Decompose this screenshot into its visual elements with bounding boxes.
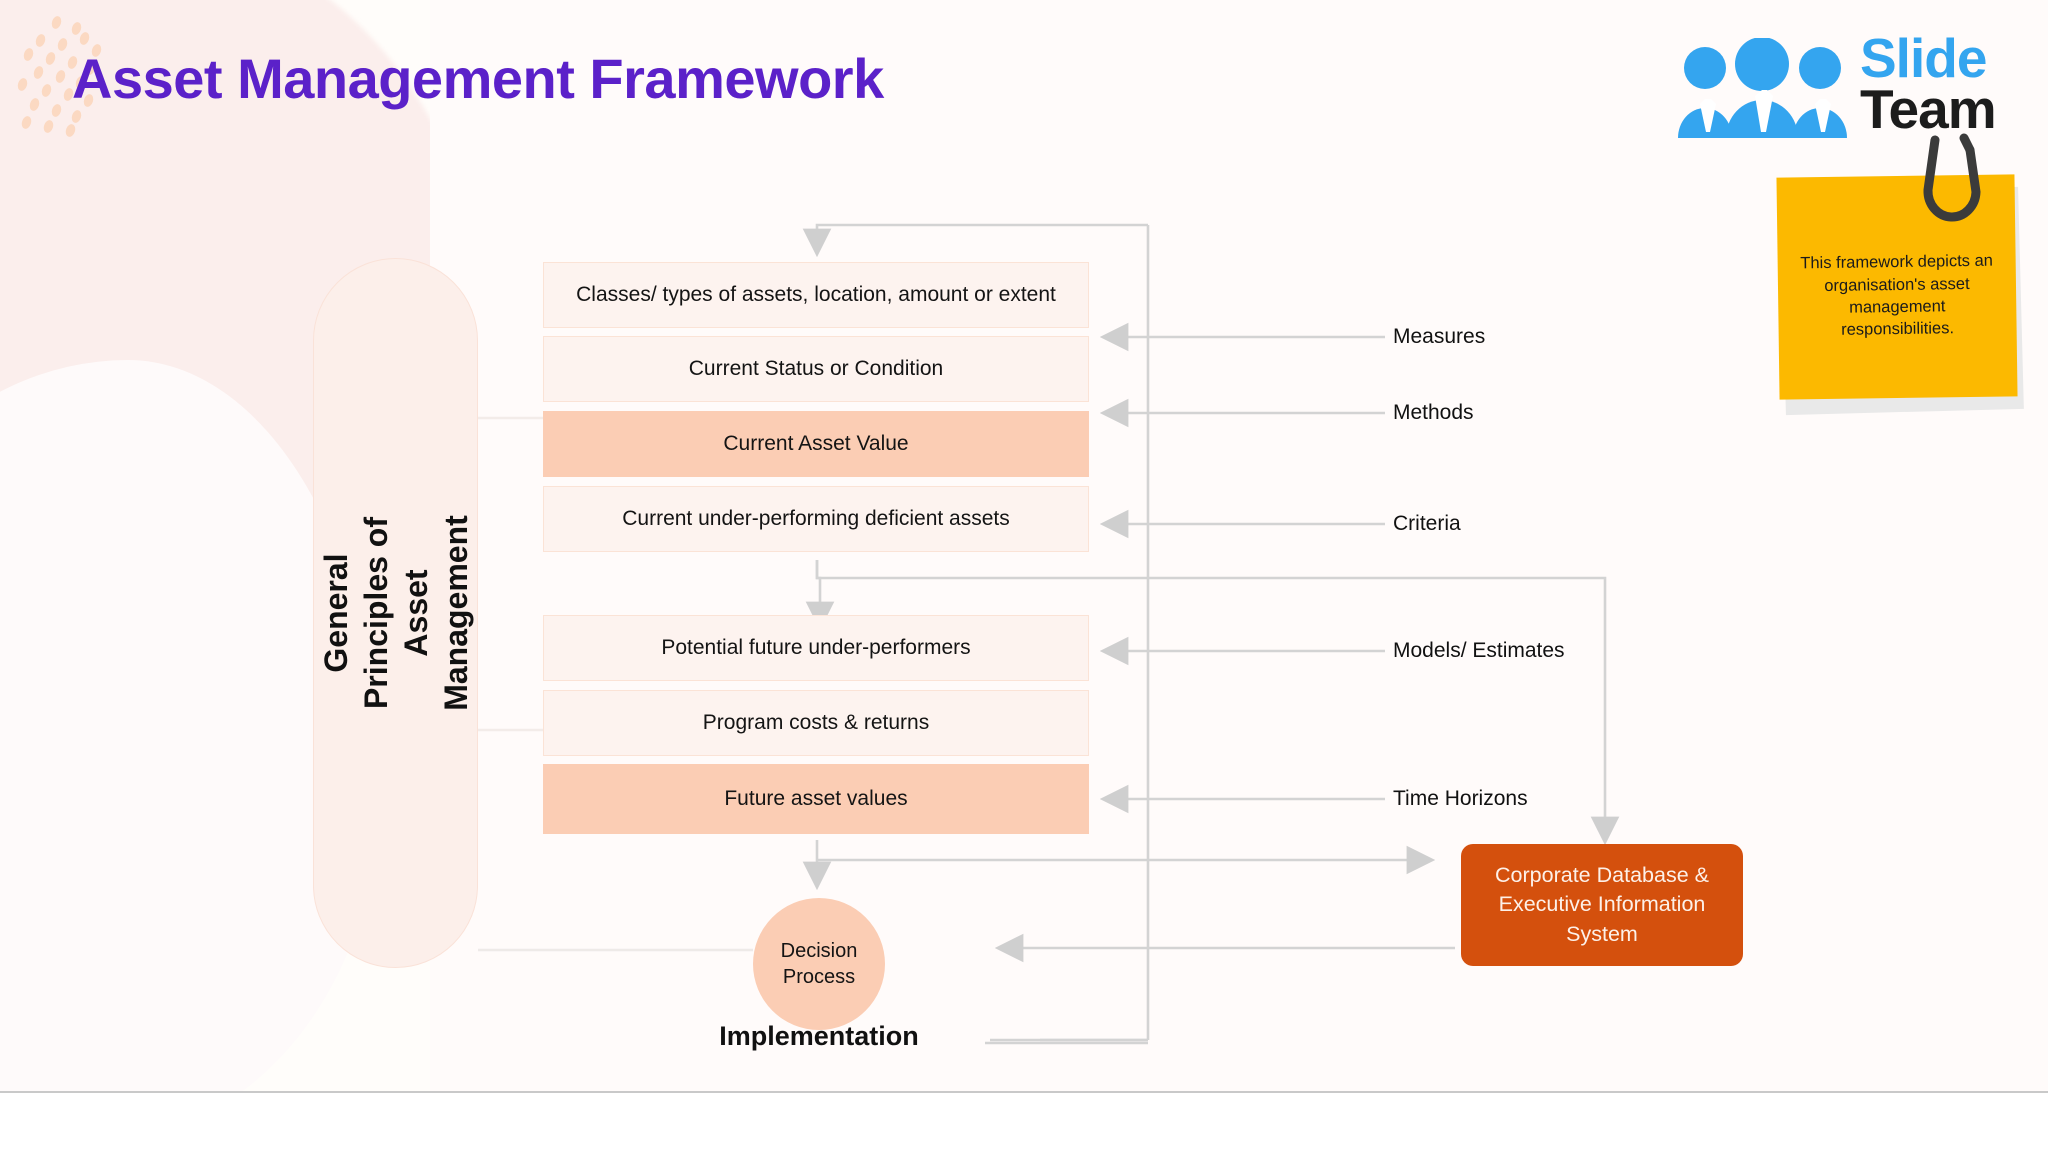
- people-group-icon: [1678, 38, 1847, 138]
- decision-process-label: Decision Process: [780, 940, 858, 988]
- page-title: Asset Management Framework: [72, 47, 884, 110]
- logo-word-slide: Slide: [1860, 27, 1987, 89]
- general-principles-pill: [313, 258, 478, 968]
- process-box-label: Future asset values: [724, 787, 908, 810]
- slideteam-logo: Slide Team: [1672, 20, 2042, 140]
- connector-lines: [478, 223, 1620, 1045]
- decision-process-node[interactable]: Decision Process: [753, 898, 885, 1030]
- process-box-accent[interactable]: Current Asset Value: [543, 411, 1089, 477]
- side-label-measures: Measures: [1393, 325, 1486, 348]
- process-box[interactable]: Program costs & returns: [543, 690, 1089, 756]
- side-label-methods: Methods: [1393, 401, 1474, 424]
- corporate-database-node[interactable]: Corporate Database & Executive Informati…: [1461, 844, 1743, 966]
- process-box-label: Program costs & returns: [702, 711, 930, 734]
- implementation-label: Implementation: [719, 1021, 919, 1051]
- side-label-time-horizons: Time Horizons: [1393, 787, 1528, 810]
- process-box[interactable]: Potential future under-performers: [543, 615, 1089, 681]
- process-box-label: Current Asset Value: [723, 432, 909, 455]
- process-box-label: Current Status or Condition: [688, 357, 944, 380]
- process-box-label: Potential future under-performers: [661, 636, 971, 659]
- corporate-database-label: Corporate Database & Executive Informati…: [1495, 862, 1709, 946]
- process-box-label: Classes/ types of assets, location, amou…: [576, 283, 1056, 306]
- process-box-accent[interactable]: Future asset values: [543, 764, 1089, 834]
- process-box[interactable]: Current under-performing deficient asset…: [543, 486, 1089, 552]
- logo-word-team: Team: [1860, 78, 1997, 140]
- paperclip-icon: [1923, 133, 1981, 222]
- process-box[interactable]: Current Status or Condition: [543, 336, 1089, 402]
- process-box-label: Current under-performing deficient asset…: [622, 507, 1010, 530]
- side-label-criteria: Criteria: [1393, 512, 1461, 535]
- side-label-models-estimates: Models/ Estimates: [1393, 639, 1565, 662]
- slide-canvas: Asset Management Framework Slide Team Th…: [0, 0, 2048, 1093]
- process-box[interactable]: Classes/ types of assets, location, amou…: [543, 262, 1089, 328]
